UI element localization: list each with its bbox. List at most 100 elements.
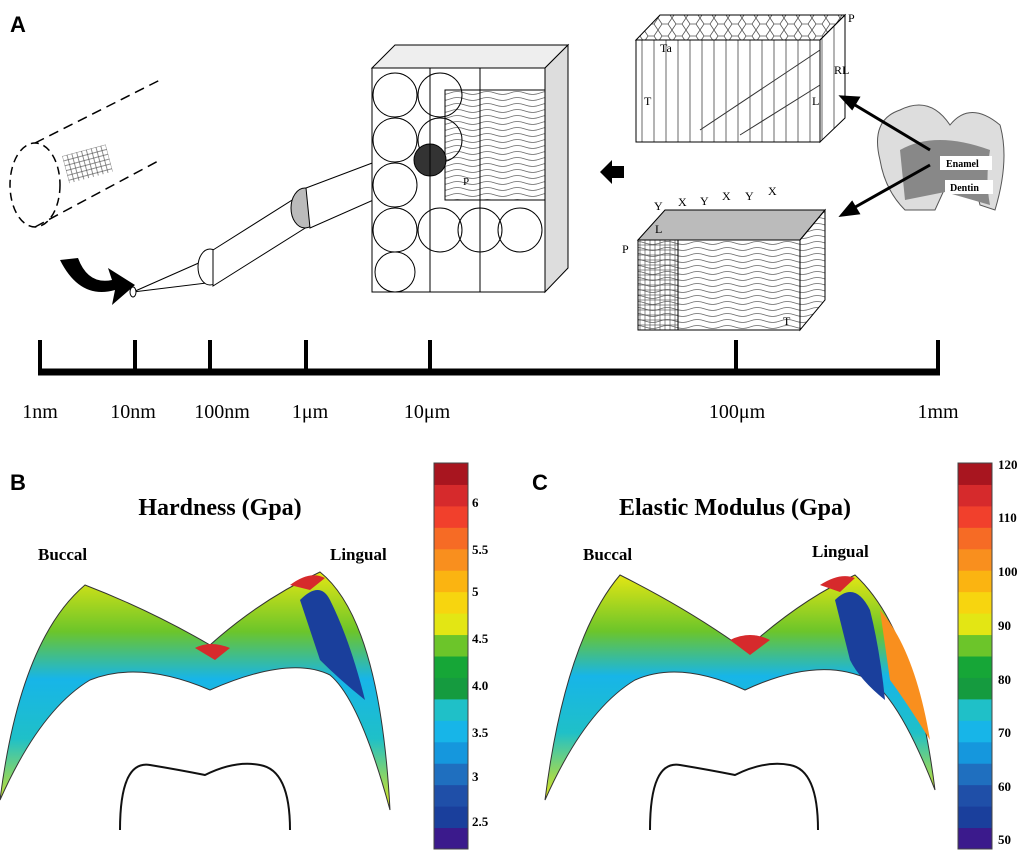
colorbar-segment	[958, 484, 992, 507]
hardness-tick: 6	[472, 495, 479, 510]
label-dentin: Dentin	[950, 183, 979, 194]
panel-label-b: B	[10, 470, 26, 495]
colorbar-segment	[434, 484, 468, 507]
modulus-tick: 110	[998, 510, 1017, 525]
scale-tick-label: 100μm	[709, 401, 766, 423]
hardness-buccal-label: Buccal	[38, 545, 87, 564]
colorbar-segment	[434, 698, 468, 721]
hardness-tick: 4.0	[472, 678, 488, 693]
colorbar-segment	[958, 548, 992, 571]
label-p-top: P	[848, 11, 855, 25]
colorbar-segment	[958, 634, 992, 657]
colorbar-segment	[434, 613, 468, 636]
modulus-map	[544, 574, 936, 831]
hardness-tick: 5	[472, 584, 479, 599]
scale-tick-label: 10nm	[110, 401, 156, 423]
colorbar-segment	[434, 677, 468, 700]
colorbar-segment	[434, 741, 468, 764]
colorbar-segment	[434, 548, 468, 571]
arrows	[838, 95, 931, 217]
hardness-tick: 4.5	[472, 631, 489, 646]
label-y1: Y	[654, 199, 663, 213]
fibril-cylinder	[9, 79, 161, 228]
scale-tick-label: 1μm	[292, 401, 329, 423]
curved-arrow-icon	[60, 258, 135, 305]
modulus-buccal-label: Buccal	[583, 545, 632, 564]
colorbar-segment	[958, 784, 992, 807]
colorbar-segment	[958, 613, 992, 636]
colorbar-segment	[958, 591, 992, 614]
scale-tick-label: 100nm	[194, 401, 250, 423]
hardness-title: Hardness (Gpa)	[138, 495, 301, 521]
modulus-title: Elastic Modulus (Gpa)	[619, 495, 851, 521]
colorbar-segment	[434, 591, 468, 614]
label-t-top: T	[644, 94, 652, 108]
cube-label-p: P	[463, 176, 469, 188]
colorbar-segment	[434, 463, 468, 485]
label-enamel: Enamel	[946, 159, 979, 170]
hardness-colorbar	[433, 462, 469, 850]
colorbar-segment	[958, 827, 992, 850]
scale-tick-label: 1nm	[22, 401, 58, 423]
modulus-tick: 50	[998, 832, 1011, 847]
modulus-tick: 90	[998, 618, 1011, 633]
colorbar-segment	[958, 505, 992, 528]
label-rl: RL	[834, 63, 849, 77]
hardness-tick: 3	[472, 769, 479, 784]
label-x3: X	[768, 184, 777, 198]
colorbar-segment	[958, 656, 992, 678]
colorbar-segment	[958, 570, 992, 593]
colorbar-segment	[434, 505, 468, 528]
panel-label-a: A	[10, 12, 26, 37]
colorbar-segment	[434, 570, 468, 593]
scale-bar	[38, 340, 940, 376]
colorbar-segment	[958, 698, 992, 721]
label-y3: Y	[745, 189, 754, 203]
colorbar-segment	[958, 741, 992, 764]
colorbar-segment	[434, 656, 468, 678]
scale-tick-label: 1mm	[917, 401, 959, 423]
colorbar-segment	[434, 827, 468, 850]
enamel-block-top	[634, 13, 847, 144]
colorbar-segment	[434, 763, 468, 786]
colorbar-segment	[434, 634, 468, 657]
label-t-bottom: T	[783, 314, 791, 328]
left-arrow-icon	[600, 160, 624, 184]
modulus-colorbar	[957, 462, 993, 850]
label-p-bottom: P	[622, 242, 629, 256]
label-x1: X	[678, 195, 687, 209]
colorbar-segment	[958, 720, 992, 743]
hardness-tick: 3.5	[472, 725, 489, 740]
colorbar-segment	[434, 720, 468, 743]
panel-label-c: C	[532, 470, 548, 495]
label-x2: X	[722, 189, 731, 203]
hardness-lingual-label: Lingual	[330, 545, 387, 564]
colorbar-segment	[434, 806, 468, 829]
tooth-icon: Enamel Dentin	[877, 104, 1005, 211]
colorbar-segment	[434, 784, 468, 807]
modulus-tick: 100	[998, 564, 1018, 579]
colorbar-segment	[434, 527, 468, 550]
scale-tick-label: 10μm	[404, 401, 451, 423]
modulus-tick: 70	[998, 725, 1011, 740]
colorbar-border	[433, 462, 469, 850]
modulus-tick: 120	[998, 457, 1018, 472]
label-ta: Ta	[660, 41, 672, 55]
hardness-tick: 5.5	[472, 542, 489, 557]
modulus-tick: 80	[998, 672, 1011, 687]
colorbar-segment	[958, 763, 992, 786]
enamel-block-bottom	[636, 208, 827, 332]
modulus-lingual-label: Lingual	[812, 542, 869, 561]
hardness-map	[0, 571, 391, 831]
label-l-bottom: L	[655, 222, 662, 236]
colorbar-segment	[958, 677, 992, 700]
label-l-top: L	[812, 94, 819, 108]
colorbar-segment	[958, 527, 992, 550]
hardness-tick: 2.5	[472, 814, 489, 829]
modulus-tick: 60	[998, 779, 1011, 794]
colorbar-segment	[958, 806, 992, 829]
colorbar-border	[957, 462, 993, 850]
colorbar-segment	[958, 463, 992, 485]
